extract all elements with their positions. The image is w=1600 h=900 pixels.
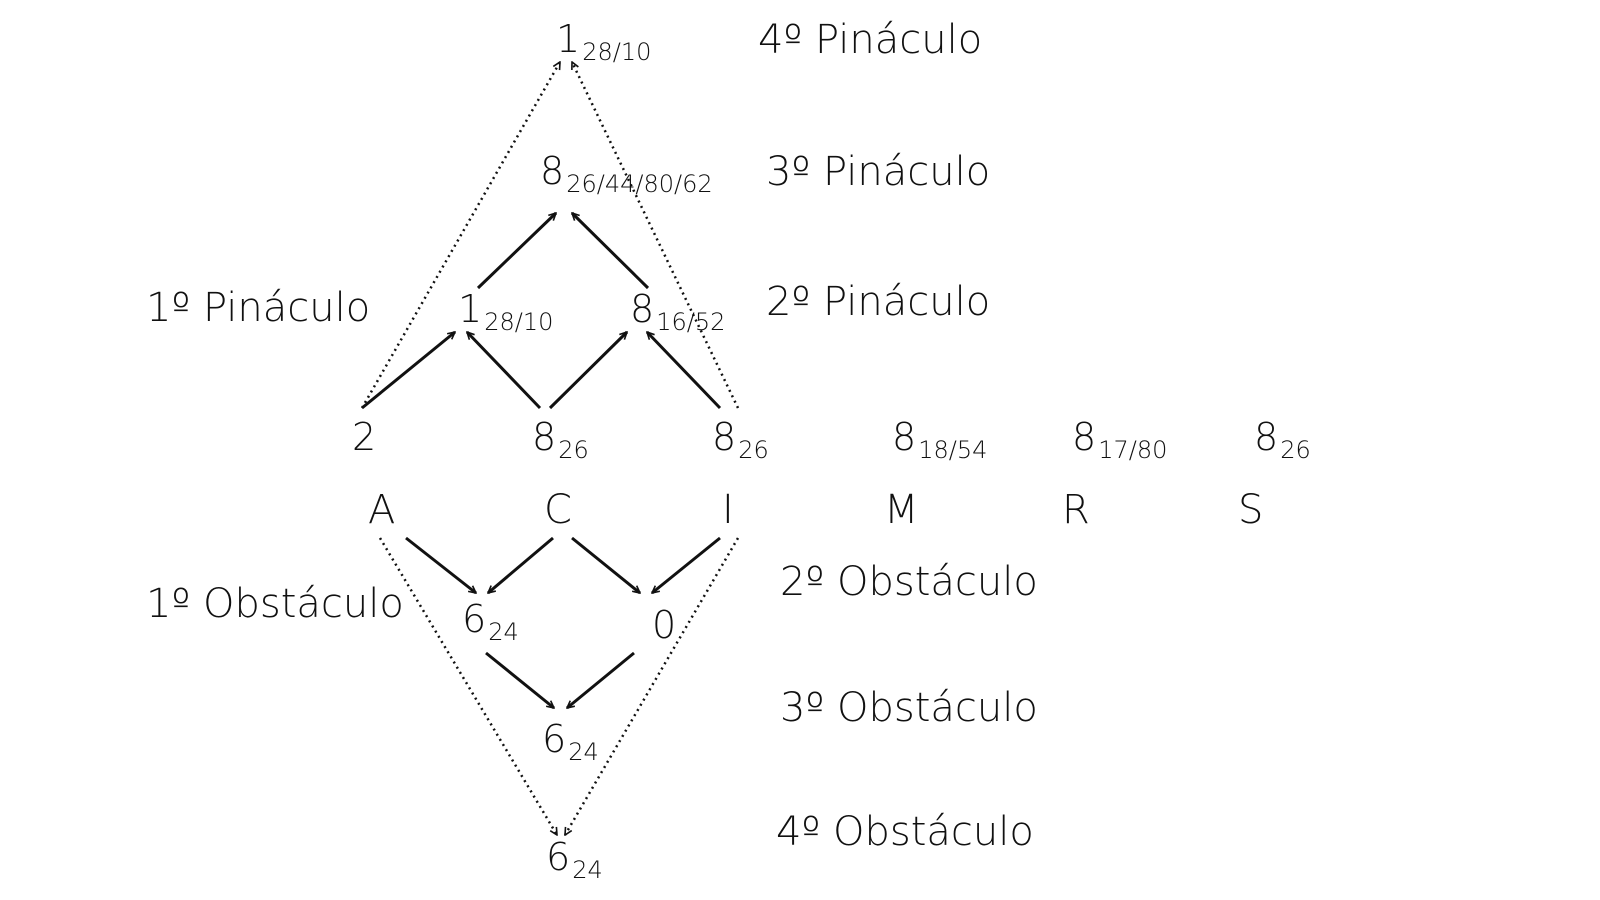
node-main: 6 <box>462 597 487 641</box>
node-sub: 16/52 <box>656 308 726 336</box>
arrow-a-to-p1 <box>361 330 455 410</box>
node-sub: 18/54 <box>918 436 988 464</box>
label-obstaculo-2: 2º Obstáculo <box>780 559 1038 605</box>
arrow-c-to-o2 <box>571 536 640 595</box>
arrow-p1-to-p3 <box>476 213 556 290</box>
label-pinaculo-1: 1º Pináculo <box>146 285 371 331</box>
node-sub: 17/80 <box>1098 436 1168 464</box>
node-main: 6 <box>546 835 571 879</box>
node-pinaculo-1: 128/10 <box>458 287 553 334</box>
letter-s: S <box>1238 487 1264 533</box>
arrow-a-to-o1 <box>405 536 476 595</box>
base-value-r: 817/80 <box>1072 415 1167 462</box>
node-sub: 26 <box>738 436 769 464</box>
dotted-arrow-a-to-p4 <box>360 62 562 409</box>
label-obstaculo-4: 4º Obstáculo <box>776 809 1034 855</box>
node-sub: 26/44/80/62 <box>566 170 713 198</box>
label-pinaculo-4: 4º Pináculo <box>758 17 983 63</box>
dotted-arrow-a-to-o4 <box>378 537 559 835</box>
node-pinaculo-3: 826/44/80/62 <box>540 149 713 196</box>
arrow-o2-to-o3 <box>567 651 635 710</box>
node-main: 6 <box>542 717 567 761</box>
arrow-p2-to-p3 <box>572 213 650 290</box>
node-obstaculo-2: 0 <box>652 606 678 644</box>
node-pinaculo-4: 128/10 <box>556 17 651 64</box>
node-sub: 24 <box>568 738 599 766</box>
letter-i: I <box>722 487 734 533</box>
letter-c: C <box>544 487 572 533</box>
arrow-c-to-o1 <box>488 536 554 593</box>
node-obstaculo-3: 624 <box>542 717 599 764</box>
node-main: 8 <box>712 415 737 459</box>
node-sub: 24 <box>572 856 603 884</box>
arrow-i-to-p2 <box>647 332 722 410</box>
base-value-i: 826 <box>712 415 769 462</box>
letter-m: M <box>884 487 919 533</box>
arrow-c-to-p1 <box>467 332 542 410</box>
node-sub: 26 <box>558 436 589 464</box>
letter-a: A <box>368 487 396 533</box>
label-obstaculo-3: 3º Obstáculo <box>780 685 1038 731</box>
node-sub: 28/10 <box>484 308 554 336</box>
base-value-m: 818/54 <box>892 415 987 462</box>
node-obstaculo-1: 624 <box>462 597 519 644</box>
label-obstaculo-1: 1º Obstáculo <box>146 581 404 627</box>
node-obstaculo-4: 624 <box>546 835 603 882</box>
node-sub: 26 <box>1280 436 1311 464</box>
node-main: 8 <box>892 415 917 459</box>
node-main: 8 <box>1254 415 1279 459</box>
node-pinaculo-2: 816/52 <box>630 287 725 334</box>
dotted-arrow-i-to-p4 <box>570 62 740 409</box>
arrow-o1-to-o3 <box>485 651 554 710</box>
node-main: 8 <box>1072 415 1097 459</box>
node-main: 8 <box>532 415 557 459</box>
label-pinaculo-3: 3º Pináculo <box>766 149 991 195</box>
node-sub: 24 <box>488 618 519 646</box>
base-value-c: 826 <box>532 415 589 462</box>
node-main: 2 <box>352 415 377 459</box>
node-main: 0 <box>652 603 677 647</box>
arrow-c-to-p2 <box>548 332 627 410</box>
arrow-i-to-o2 <box>652 536 721 595</box>
label-pinaculo-2: 2º Pináculo <box>766 279 991 325</box>
node-sub: 28/10 <box>582 38 652 66</box>
base-value-a: 2 <box>352 418 378 456</box>
node-main: 1 <box>458 287 483 331</box>
letter-r: R <box>1062 487 1090 533</box>
base-value-s: 826 <box>1254 415 1311 462</box>
node-main: 8 <box>630 287 655 331</box>
node-main: 8 <box>540 149 565 193</box>
node-main: 1 <box>556 17 581 61</box>
